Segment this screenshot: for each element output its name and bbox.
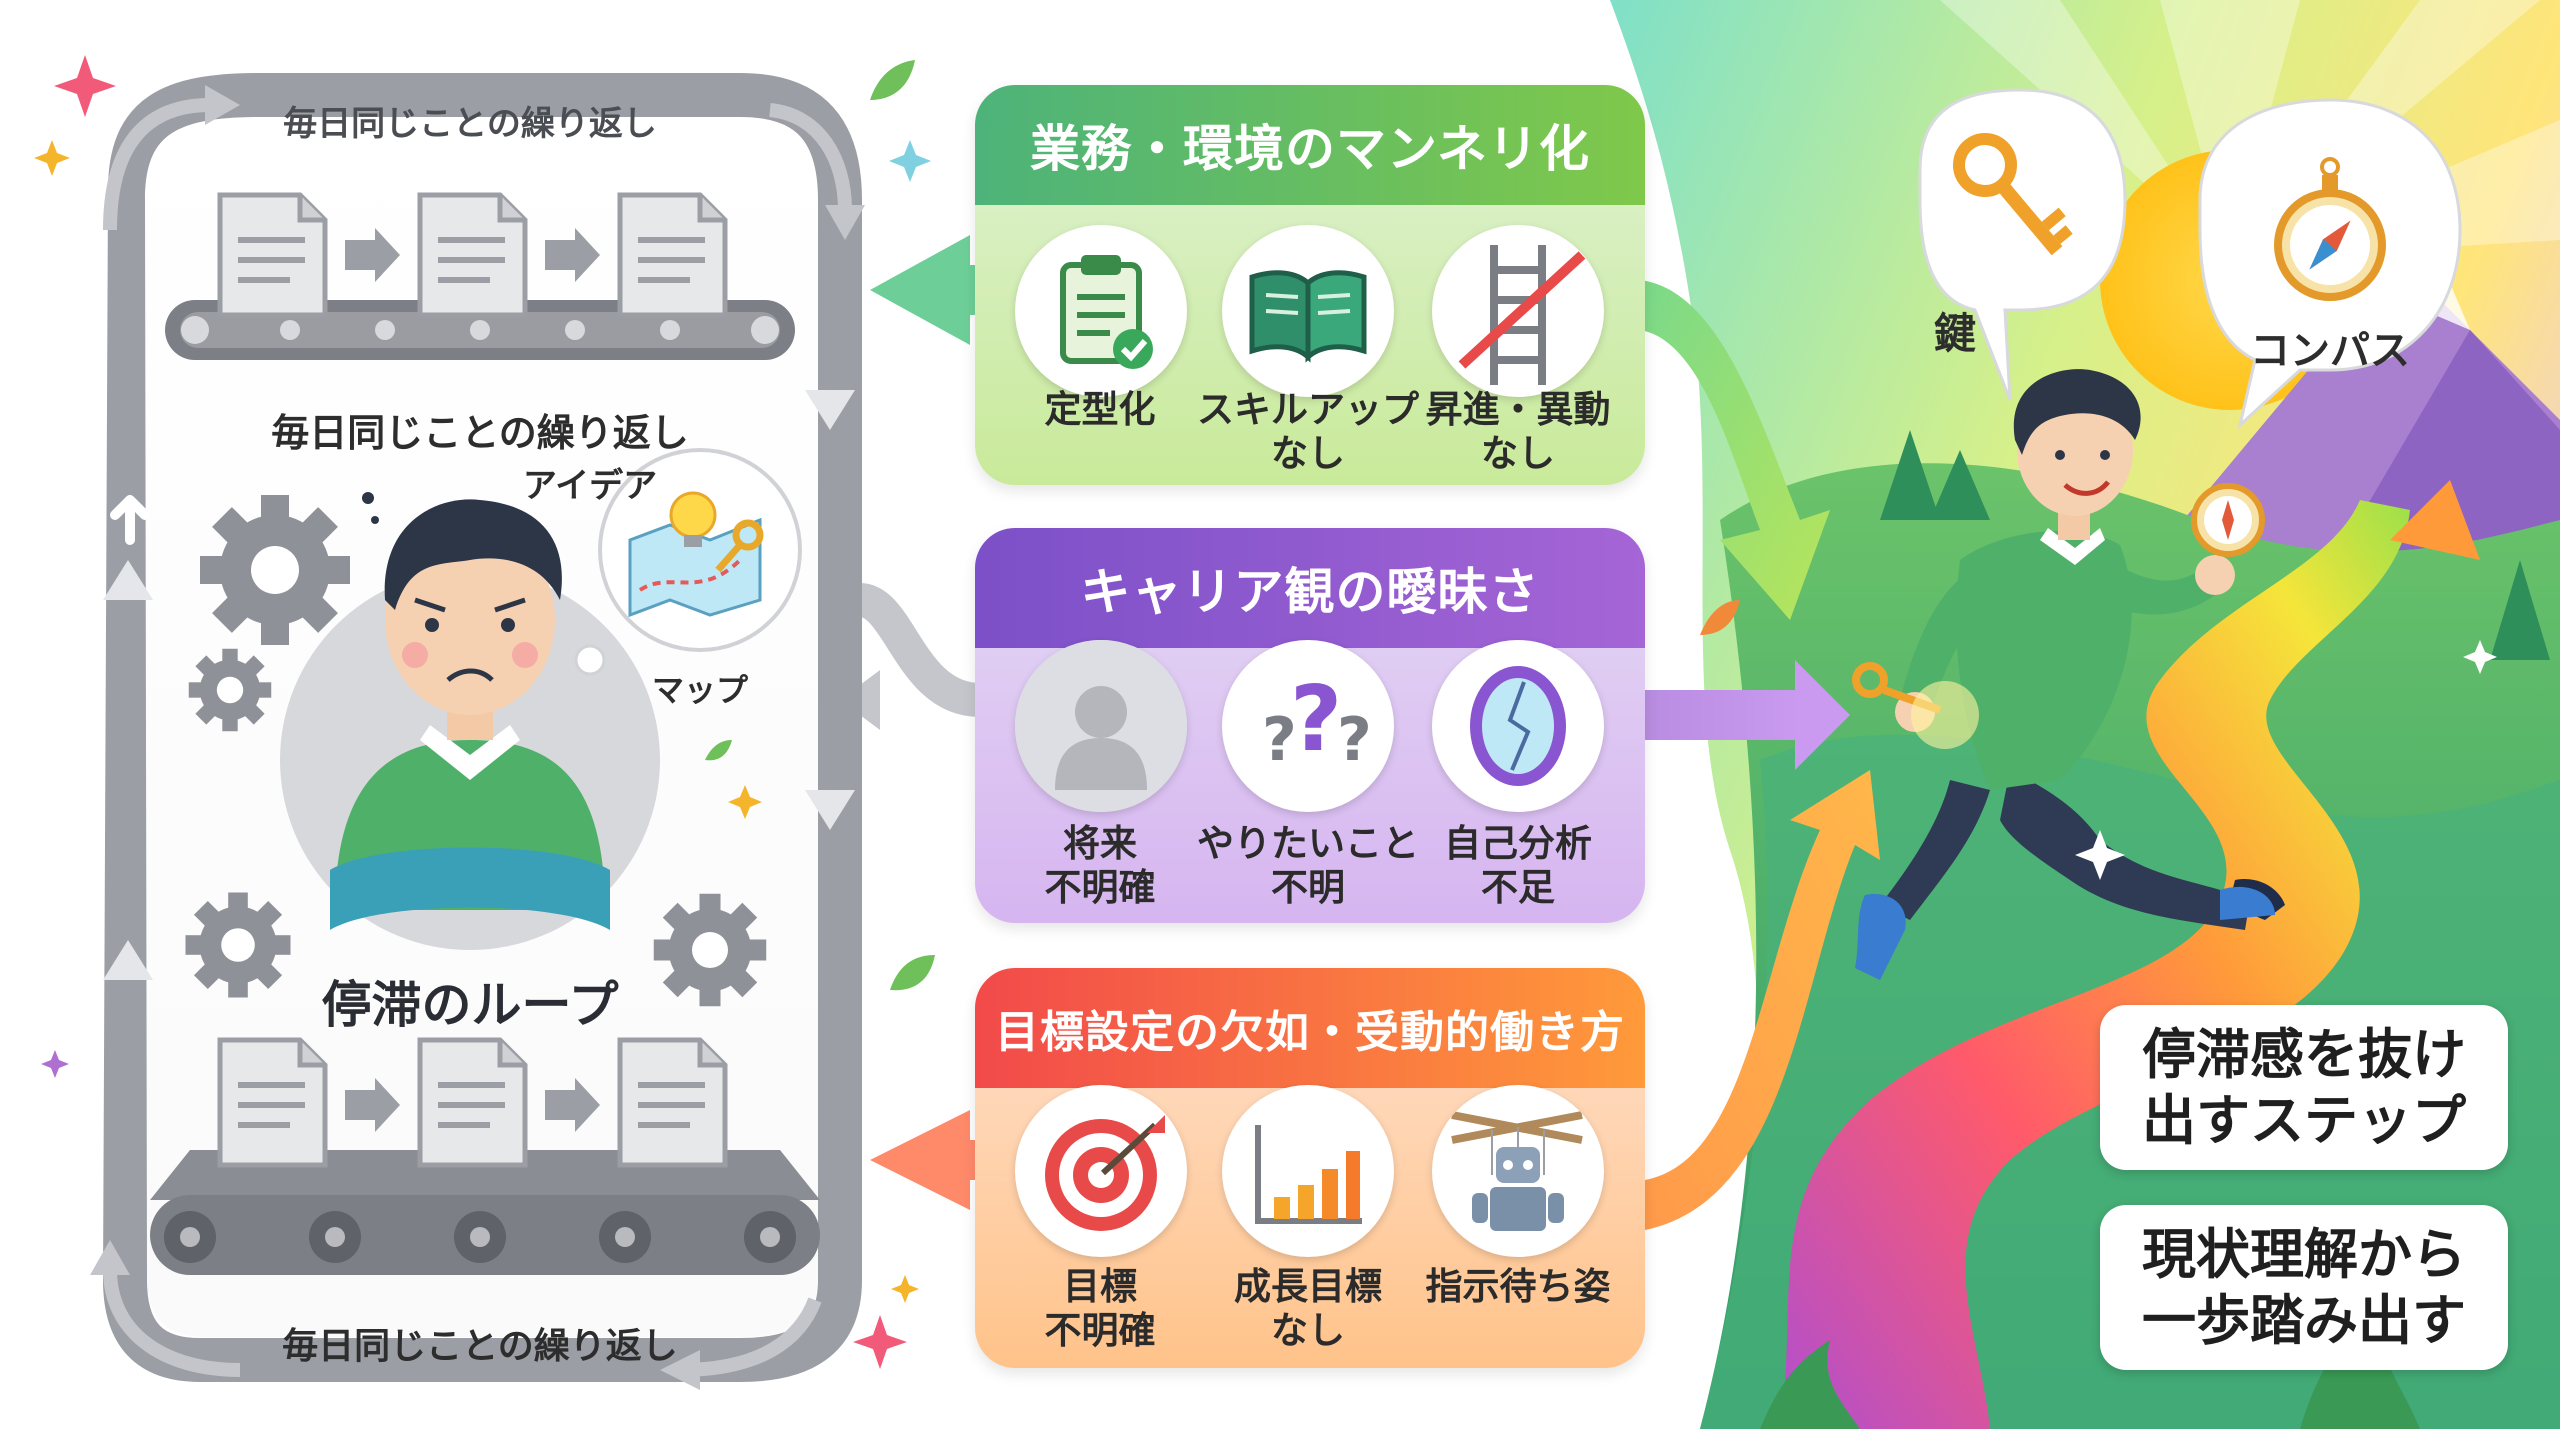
item-goal-unclear-label: 目標不明確 [1044, 1265, 1156, 1352]
step-box-first-step: 現状理解から 一歩踏み出す [2100, 1205, 2508, 1370]
item-routine-label: 定型化 [1044, 388, 1156, 431]
compass-label: コンパス [2250, 328, 2410, 374]
target-icon [1015, 1085, 1187, 1257]
cracked-mirror-icon [1432, 640, 1604, 812]
puppet-robot-icon [1432, 1085, 1604, 1257]
step-box-escape: 停滞感を抜け 出すステップ [2100, 1005, 2508, 1170]
loop-middle-label: 毎日同じことの繰り返し [271, 411, 689, 455]
crossed-ladder-icon [1432, 225, 1604, 397]
item-no-promotion-label: 昇進・異動なし [1425, 388, 1611, 475]
item-future-unclear-label: 将来不明確 [1044, 822, 1156, 909]
svg-text:?: ? [1337, 705, 1372, 775]
clipboard-check-icon [1015, 225, 1187, 397]
item-no-growth-goal-label: 成長目標なし [1234, 1265, 1382, 1352]
panel-goal-lack-title: 目標設定の欠如・受動的働き方 [975, 968, 1645, 1088]
step-box-escape-text: 停滞感を抜け 出すステップ [2142, 1022, 2466, 1152]
svg-text:?: ? [1262, 705, 1297, 775]
loop-top-label: 毎日同じことの繰り返し [283, 104, 657, 144]
svg-text:?: ? [1290, 667, 1342, 772]
key-label: 鍵 [1933, 309, 1976, 358]
question-marks-icon: ? ? ? [1222, 640, 1394, 812]
panel-career-view-title: キャリア観の曖昧さ [975, 528, 1645, 648]
panel-routine-title: 業務・環境のマンネリ化 [975, 85, 1645, 205]
step-box-first-step-text: 現状理解から 一歩踏み出す [2142, 1222, 2466, 1352]
thought-map-label: マップ [651, 671, 748, 709]
loop-title: 停滞のループ [321, 976, 619, 1034]
item-waiting-instructions-label: 指示待ち姿 [1425, 1265, 1611, 1308]
open-book-icon [1222, 225, 1394, 397]
item-self-analysis-label: 自己分析不足 [1444, 822, 1592, 909]
item-no-skill-up-label: スキルアップなし [1197, 388, 1419, 475]
bar-chart-icon [1222, 1085, 1394, 1257]
loop-bottom-label: 毎日同じことの繰り返し [282, 1326, 678, 1367]
item-want-unclear-label: やりたいこと不明 [1197, 822, 1419, 909]
foggy-person-icon [1015, 640, 1187, 812]
thought-idea-label: アイデア [522, 466, 658, 506]
